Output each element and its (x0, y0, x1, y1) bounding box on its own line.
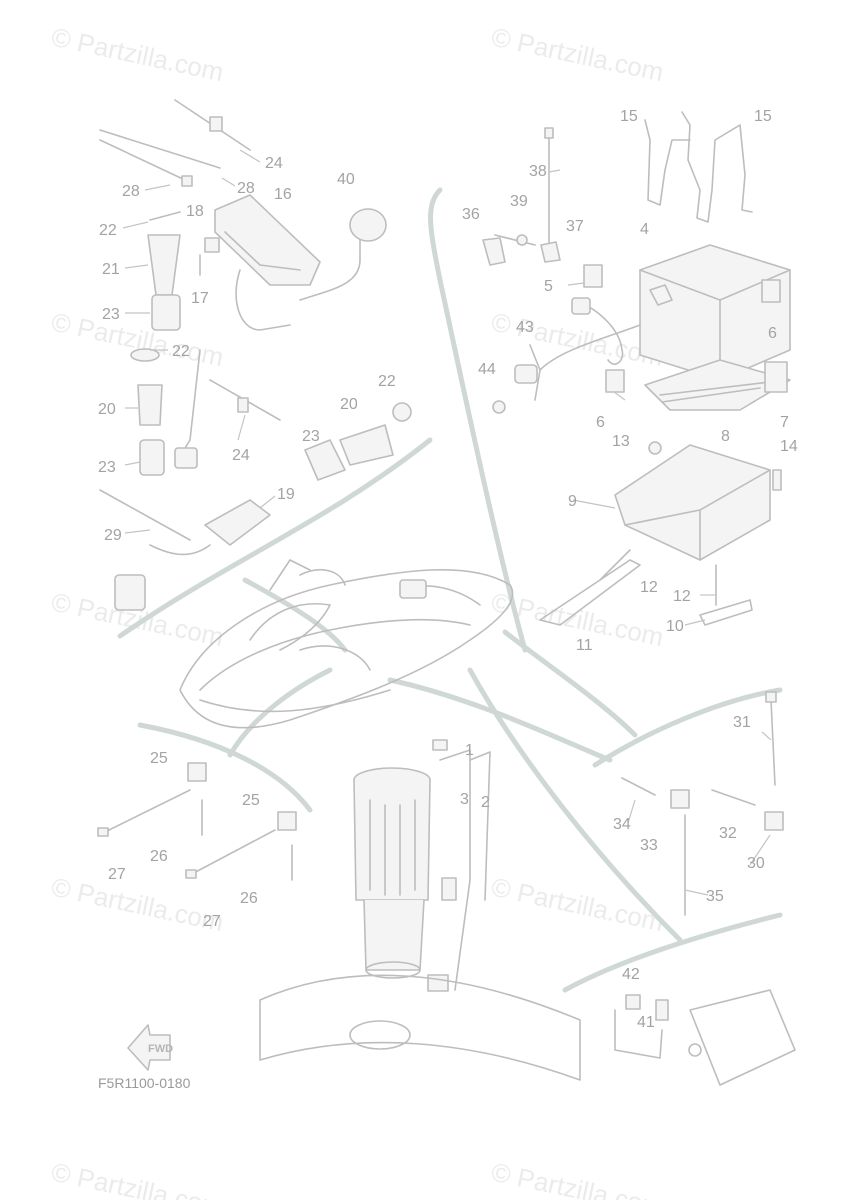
callout-label: 17 (191, 290, 209, 307)
callout-label: 39 (510, 193, 528, 210)
callout-label: 5 (544, 278, 553, 295)
lower-right-parts (614, 691, 796, 1086)
callout-label: 11 (576, 637, 593, 654)
callout-label: 23 (98, 459, 116, 476)
callout-label: 29 (104, 527, 122, 544)
callout-label: 7 (780, 414, 789, 431)
battery-assembly (482, 111, 791, 626)
callout-label: 12 (640, 579, 658, 596)
watermark-text: © Partzilla.com (489, 872, 667, 938)
callout-label: 23 (302, 428, 320, 445)
callout-label: 4 (640, 221, 649, 238)
callout-label: 22 (172, 343, 190, 360)
watermark-text: © Partzilla.com (49, 872, 227, 938)
fwd-label: FWD (148, 1043, 173, 1055)
callout-label: 18 (186, 203, 204, 220)
fuel-pump-assembly (259, 739, 581, 1081)
callout-label: 15 (620, 108, 638, 125)
callout-label: 28 (122, 183, 140, 200)
callout-label: 44 (478, 361, 496, 378)
callout-label: 24 (232, 447, 250, 464)
callout-label: 22 (378, 373, 396, 390)
watermark-text: © Partzilla.com (489, 22, 667, 88)
watermark-text: © Partzilla.com (49, 307, 227, 373)
forward-direction-marker: FWD (127, 1024, 173, 1071)
callout-label: 27 (203, 913, 221, 930)
callout-label: 32 (719, 825, 737, 842)
callout-label: 20 (340, 396, 358, 413)
callout-label: 9 (568, 493, 577, 510)
callout-label: 43 (516, 319, 534, 336)
watermark-text: © Partzilla.com (49, 1157, 227, 1200)
watermark-text: © Partzilla.com (49, 22, 227, 88)
leader-lines (122, 149, 772, 896)
callout-label: 22 (99, 222, 117, 239)
meter-and-socket-parts (99, 99, 412, 611)
callout-label: 26 (240, 890, 258, 907)
callout-label: 25 (242, 792, 260, 809)
callout-label: 42 (622, 966, 640, 983)
callout-label: 27 (108, 866, 126, 883)
callout-label: 40 (337, 171, 355, 188)
watermark-text: © Partzilla.com (489, 1157, 667, 1200)
callout-label: 1 (465, 742, 474, 759)
callout-label: 14 (780, 438, 798, 455)
callout-label: 41 (637, 1014, 655, 1031)
region-separators (117, 187, 783, 993)
lower-left-parts (97, 762, 297, 881)
figure-code: F5R1100-0180 (98, 1075, 191, 1091)
callout-label: 3 (460, 791, 469, 808)
callout-label: 31 (733, 714, 751, 731)
callout-label: 30 (747, 855, 765, 872)
callout-label: 26 (150, 848, 168, 865)
callout-label: 24 (265, 155, 283, 172)
callout-label: 25 (150, 750, 168, 767)
callout-label: 8 (721, 428, 730, 445)
callout-label: 20 (98, 401, 116, 418)
watercraft-hull (179, 559, 514, 729)
callout-label: 36 (462, 206, 480, 223)
callout-label: 23 (102, 306, 120, 323)
callout-label: 13 (612, 433, 630, 450)
callout-label: 33 (640, 837, 658, 854)
callout-label: 21 (102, 261, 120, 278)
callout-label: 34 (613, 816, 631, 833)
callout-label: 2 (481, 794, 490, 811)
callout-label: 10 (666, 618, 684, 635)
callout-labels: 1 2 3 4 5 6 6 7 8 9 10 11 12 12 13 14 15… (98, 108, 798, 1031)
callout-label: 28 (237, 180, 255, 197)
callout-label: 37 (566, 218, 584, 235)
callout-label: 15 (754, 108, 772, 125)
callout-label: 16 (274, 186, 292, 203)
callout-label: 38 (529, 163, 547, 180)
callout-label: 6 (596, 414, 605, 431)
callout-label: 12 (673, 588, 691, 605)
callout-label: 19 (277, 486, 295, 503)
callout-label: 35 (706, 888, 724, 905)
callout-label: 6 (768, 325, 777, 342)
